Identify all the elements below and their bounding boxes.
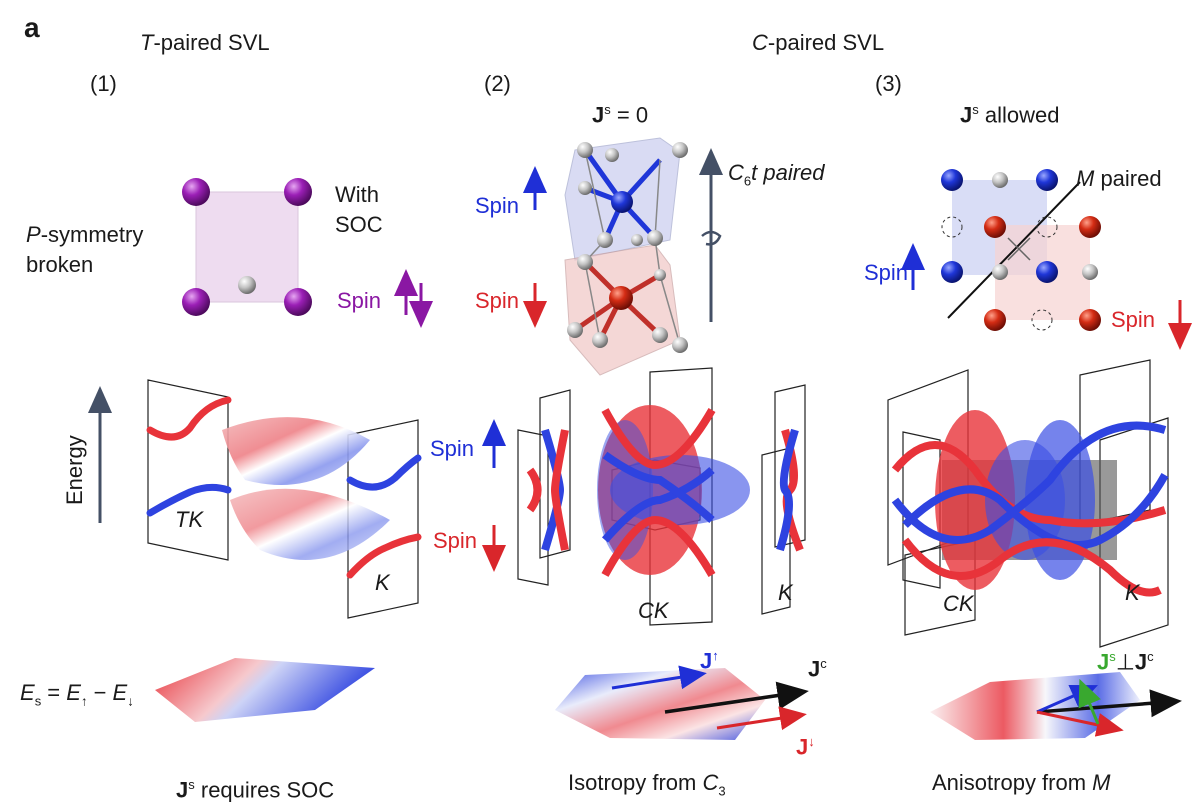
j-c-arrow-icon <box>664 681 809 714</box>
panel2-octahedra <box>523 137 723 376</box>
atom-red <box>609 286 633 310</box>
energy-axis-label: Energy <box>62 435 87 505</box>
spin-down-label-1: Spin <box>433 528 478 553</box>
k-label-2: K <box>778 580 793 605</box>
spin-up-label-1: Spin <box>430 436 475 461</box>
spin-up-label-2: Spin <box>475 193 520 218</box>
j-down-arrow-icon <box>716 706 807 731</box>
panel3-bands <box>887 359 1169 648</box>
panel2-bands <box>517 367 806 626</box>
spin-down-label-2: Spin <box>475 288 520 313</box>
j-c-label-2: Jc <box>808 656 827 682</box>
js-allowed-label: Js allowed <box>960 102 1060 128</box>
c-paired-header: C-paired SVL <box>752 30 885 55</box>
j-up-label: J↑ <box>700 648 719 674</box>
panel3-lattice <box>901 169 1192 350</box>
tk-label: TK <box>175 507 204 532</box>
subpanel-label-1: (1) <box>90 71 117 96</box>
atom-purple <box>182 178 210 206</box>
k-label-3: K <box>1125 580 1140 605</box>
rotation-icon <box>701 230 722 246</box>
atom-gray <box>238 276 256 294</box>
subpanel-label-3: (3) <box>875 71 902 96</box>
atom-purple <box>284 178 312 206</box>
ck-label-2: CK <box>638 598 669 623</box>
spin-down-label-3: Spin <box>1111 307 1156 332</box>
es-formula: Es = E↑ − E↓ <box>20 680 134 709</box>
with-label: With <box>335 182 379 207</box>
panel2-flat-surface <box>555 665 809 740</box>
js-zero-label: Js = 0 <box>592 102 649 128</box>
swap-icon <box>1007 237 1031 261</box>
caption-2: Isotropy from C3 <box>568 770 726 799</box>
atom-purple <box>284 288 312 316</box>
c6t-paired-label: C6t paired <box>728 160 825 189</box>
panel1-bands <box>88 379 506 619</box>
j-s-arrow-icon <box>1078 678 1101 725</box>
js-perp-jc-label: Js⊥Jc <box>1097 649 1154 675</box>
panel1-lattice <box>182 178 433 328</box>
j-down-label: J↓ <box>796 734 815 760</box>
k-label-1: K <box>375 570 390 595</box>
p-symmetry-label: P-symmetry <box>26 222 144 247</box>
caption-3: Anisotropy from M <box>932 770 1111 795</box>
atom-purple <box>182 288 210 316</box>
j-up-arrow-icon <box>611 665 707 690</box>
spin-label-soc: Spin <box>337 288 382 313</box>
m-paired-label: M paired <box>1076 166 1162 191</box>
ck-label-3: CK <box>943 591 974 616</box>
broken-label: broken <box>26 252 94 277</box>
caption-1: Js requires SOC <box>176 777 335 803</box>
j-down-arrow-icon <box>1036 710 1124 737</box>
spin-up-label-3: Spin <box>864 260 909 285</box>
soc-label: SOC <box>335 212 383 237</box>
mirror-line <box>947 181 1081 319</box>
panel3-flat-surface <box>930 672 1182 740</box>
panel1-flat-surface <box>155 658 375 722</box>
atom-blue <box>611 191 633 213</box>
t-paired-header: T-paired SVL <box>140 30 270 55</box>
panel-letter: a <box>24 12 40 43</box>
subpanel-label-2: (2) <box>484 71 511 96</box>
j-c-arrow-icon <box>1036 689 1182 718</box>
